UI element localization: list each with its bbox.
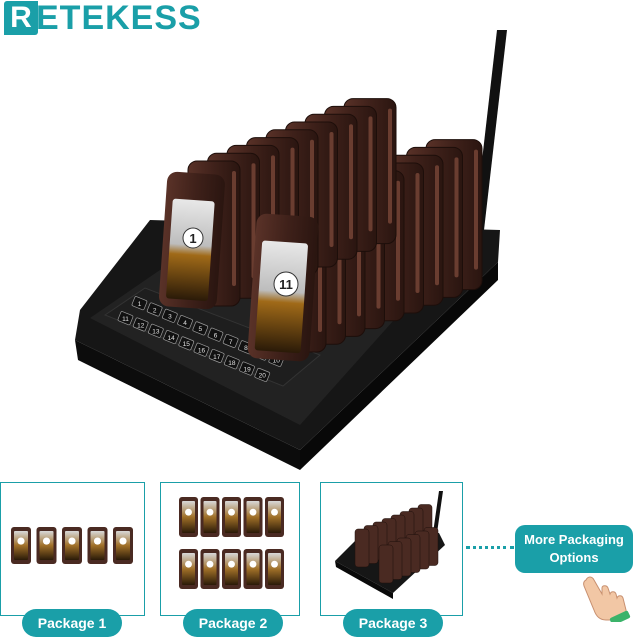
- pager-thumb: [200, 549, 220, 589]
- pager-mini: [378, 544, 394, 584]
- keypad-key-label: 3: [168, 314, 172, 321]
- pager-thumb: [243, 497, 263, 537]
- pager-thumb: [222, 549, 241, 589]
- keypad-key-label: 2: [153, 307, 157, 314]
- more-packaging-options-button[interactable]: More Packaging Options: [515, 525, 633, 573]
- front-pager-1: 1: [159, 171, 225, 310]
- keypad-key-label: 5: [198, 326, 202, 333]
- pager-thumb: [113, 527, 133, 564]
- keypad-key[interactable]: 6: [207, 327, 224, 342]
- package-3-label[interactable]: Package 3: [343, 609, 443, 637]
- pager-thumb: [222, 497, 241, 537]
- keypad-key[interactable]: 11: [117, 311, 134, 326]
- package-3-card[interactable]: [320, 482, 463, 616]
- keypad-key[interactable]: 5: [192, 321, 209, 336]
- package-1-image: [11, 527, 133, 564]
- brand-name: ETEKESS: [36, 0, 202, 37]
- package-1-card[interactable]: [0, 482, 145, 616]
- keypad-key[interactable]: 2: [146, 302, 163, 317]
- keypad-key-label: 11: [122, 316, 129, 323]
- pager-thumb: [179, 497, 198, 537]
- keypad-key-label: 14: [167, 335, 175, 342]
- keypad-key[interactable]: 1: [131, 296, 148, 311]
- keypad-key-label: 4: [183, 320, 187, 327]
- keypad-key-label: 15: [183, 341, 191, 348]
- keypad-key[interactable]: 18: [224, 355, 240, 370]
- keypad-key[interactable]: 17: [208, 349, 225, 363]
- keypad-key[interactable]: 3: [162, 308, 178, 323]
- pager-thumb: [179, 549, 198, 589]
- keypad-key[interactable]: 13: [148, 323, 164, 338]
- package-1-label[interactable]: Package 1: [22, 609, 122, 637]
- keypad-key-label: 8: [244, 345, 248, 352]
- dotted-connector: [466, 546, 514, 549]
- pager-thumb: [265, 549, 284, 589]
- keypad-key[interactable]: 14: [163, 330, 179, 345]
- keypad-key-label: 16: [198, 348, 206, 355]
- keypad-key-label: 20: [259, 373, 267, 380]
- keypad-key[interactable]: 12: [132, 317, 149, 332]
- package-2-image: [179, 497, 284, 589]
- keypad-key-label: 13: [152, 329, 160, 336]
- pager-number-11: 11: [279, 277, 293, 292]
- pager-thumb: [87, 527, 108, 564]
- keypad-key[interactable]: 20: [254, 367, 271, 382]
- package-3-image: [335, 491, 445, 599]
- keypad-key-label: 1: [138, 301, 142, 308]
- keypad-key-label: 19: [243, 366, 251, 373]
- keypad-key-label: 18: [228, 360, 236, 367]
- package-2-label[interactable]: Package 2: [183, 609, 283, 637]
- brand-mark: R: [4, 1, 38, 35]
- pager-thumb: [243, 549, 263, 589]
- pager-thumb: [36, 527, 57, 564]
- brand-logo: R ETEKESS: [4, 0, 202, 36]
- keypad-key-label: 10: [273, 358, 281, 365]
- pager-thumb: [11, 527, 31, 564]
- keypad-key[interactable]: 15: [178, 336, 195, 351]
- more-options-line1: More Packaging: [524, 532, 624, 547]
- pager-thumb: [265, 497, 284, 537]
- pager-thumb: [62, 527, 82, 564]
- pager-mini: [354, 528, 370, 568]
- pointing-hand-icon: [583, 576, 631, 622]
- keypad-key[interactable]: 19: [239, 361, 255, 376]
- keypad-key[interactable]: 4: [177, 315, 193, 330]
- more-options-line2: Options: [549, 550, 599, 565]
- keypad-key[interactable]: 16: [193, 342, 210, 357]
- hero-product-image: 1234567891011121314151617181920 1 11: [75, 30, 507, 470]
- pager-thumb: [200, 497, 220, 537]
- pager-number-1: 1: [189, 231, 196, 246]
- keypad-key-label: 17: [213, 354, 221, 361]
- keypad-key[interactable]: 7: [222, 334, 239, 348]
- front-pager-11: 11: [247, 213, 319, 362]
- keypad-key-label: 7: [229, 339, 233, 346]
- package-2-card[interactable]: [160, 482, 300, 616]
- keypad-key-label: 6: [214, 333, 218, 340]
- keypad-key-label: 12: [137, 322, 145, 329]
